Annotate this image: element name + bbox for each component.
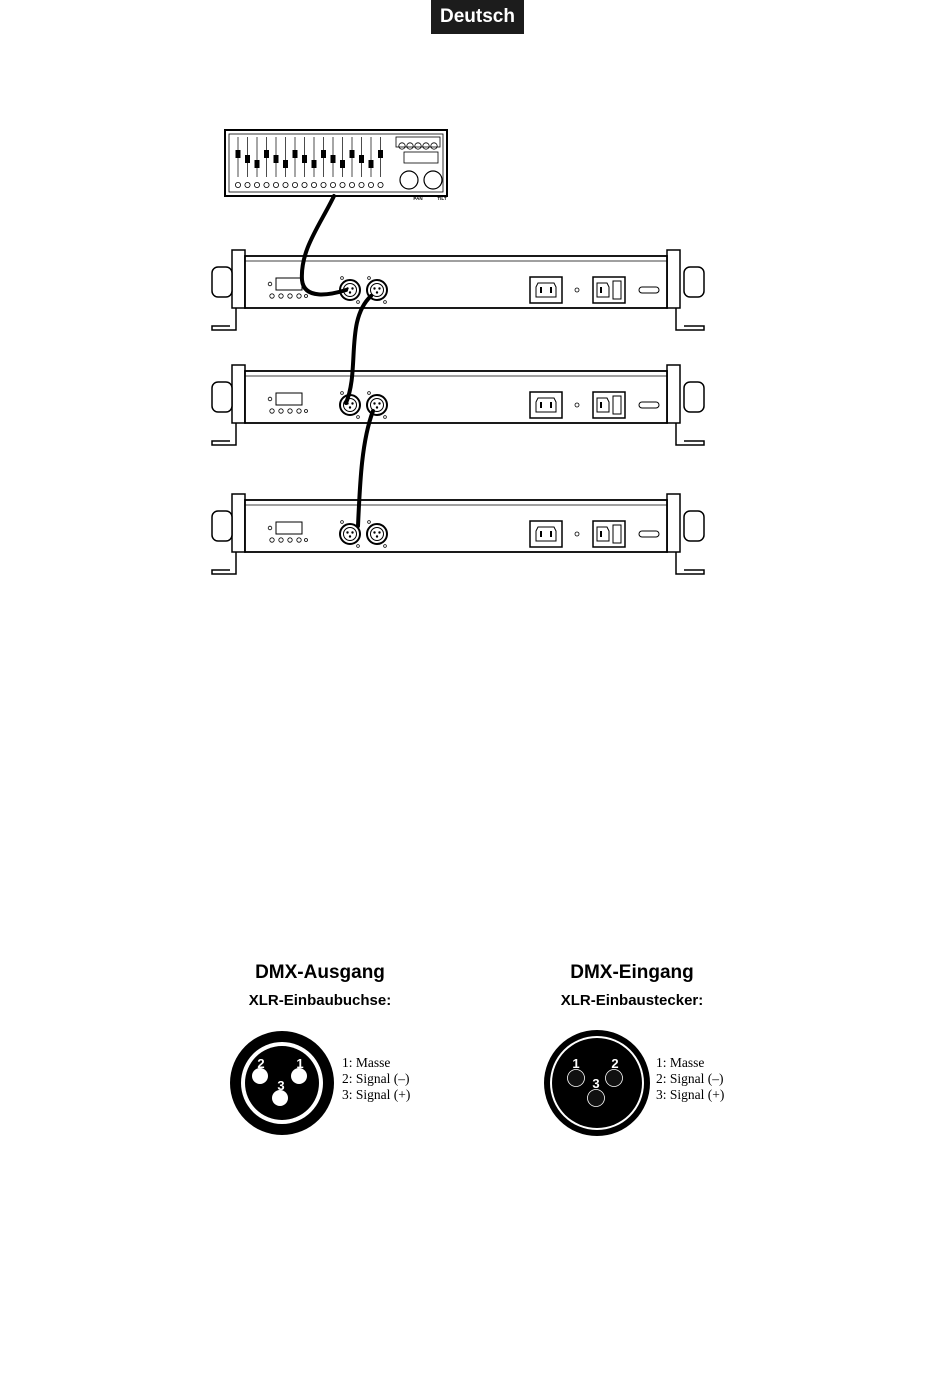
jack-pin [346,531,348,533]
iec-pin [600,287,602,293]
fader-knob [236,150,241,158]
xlr-female-socket-icon: 2 1 3 [227,1028,337,1138]
jack-pin [349,291,351,293]
jack-pin [376,535,378,537]
dmx-input-title: DMX-Eingang [502,962,762,984]
power-switch [613,396,621,414]
left-foot [212,423,236,445]
jack-pin [349,406,351,408]
iec-pin [550,287,552,293]
fader-knob [359,155,364,163]
pin-number: 2 [611,1056,618,1071]
fader-knob [378,150,383,158]
fixture-chain [212,250,704,574]
pin-number: 2 [257,1056,264,1071]
fader-knob [340,160,345,168]
dmx-output-pin-list: 1: Masse 2: Signal (–) 3: Signal (+) [342,1055,410,1103]
pin-number: 3 [592,1076,599,1091]
jack-pin [378,402,380,404]
power-in-socket [530,392,562,418]
iec-pin [540,531,542,537]
left-knob [212,511,232,541]
pin-description: 1: Masse [342,1055,410,1071]
iec-pin [600,402,602,408]
jack-pin [378,531,380,533]
right-foot [676,308,704,330]
left-knob [212,267,232,297]
jack-pin [349,535,351,537]
jack-pin [376,406,378,408]
pin-number: 3 [277,1078,284,1093]
right-end-cap [667,365,680,423]
led-bar-fixture [212,250,704,330]
jack-pin [373,287,375,289]
left-end-cap [232,365,245,423]
jack-pin [351,287,353,289]
right-end-cap [667,250,680,308]
dmx-output-subtitle: XLR-Einbaubuchse: [190,992,450,1009]
jack-pin [351,402,353,404]
pin-description: 2: Signal (–) [342,1071,410,1087]
iec-pin [550,531,552,537]
jack-pin [373,402,375,404]
iec-pin [550,402,552,408]
tilt-label: TILT [437,196,446,201]
fader-knob [274,155,279,163]
left-foot [212,308,236,330]
dmx-wiring-diagram: PAN TILT [0,0,950,620]
jack-pin [373,531,375,533]
fader-knob [369,160,374,168]
fader-knob [312,160,317,168]
fader-knob [331,155,336,163]
jack-pin [376,291,378,293]
pin-description: 3: Signal (+) [342,1087,410,1103]
dmx-input-pin-list: 1: Masse 2: Signal (–) 3: Signal (+) [656,1055,724,1103]
fader-knob [283,160,288,168]
led-bar-fixture [212,494,704,574]
right-end-cap [667,494,680,552]
left-knob [212,382,232,412]
dmx-output-title: DMX-Ausgang [190,962,450,984]
right-knob [684,511,704,541]
pin-number: 1 [296,1056,303,1071]
jack-pin [351,531,353,533]
dmx-cables [302,196,373,526]
jack-pin [378,287,380,289]
iec-pin [600,531,602,537]
fader-knob [255,160,260,168]
left-foot [212,552,236,574]
power-switch [613,281,621,299]
dmx-input-subtitle: XLR-Einbaustecker: [502,992,762,1009]
right-knob [684,267,704,297]
controller-label-strip [396,137,440,147]
pan-label: PAN [413,196,422,201]
left-end-cap [232,250,245,308]
fader-knob [245,155,250,163]
pin-number: 1 [572,1056,579,1071]
xlr-male-plug-icon: 1 2 3 [542,1028,652,1138]
right-foot [676,552,704,574]
power-switch [613,525,621,543]
fader-knob [350,150,355,158]
right-knob [684,382,704,412]
fader-knob [264,150,269,158]
fader-knob [321,150,326,158]
fader-knob [302,155,307,163]
iec-pin [540,287,542,293]
iec-pin [540,402,542,408]
pin-description: 3: Signal (+) [656,1087,724,1103]
led-bar-fixture [212,365,704,445]
dmx-controller: PAN TILT [225,130,447,201]
fader-knob [293,150,298,158]
pin-description: 1: Masse [656,1055,724,1071]
left-end-cap [232,494,245,552]
pin-description: 2: Signal (–) [656,1071,724,1087]
power-in-socket [530,277,562,303]
right-foot [676,423,704,445]
power-in-socket [530,521,562,547]
